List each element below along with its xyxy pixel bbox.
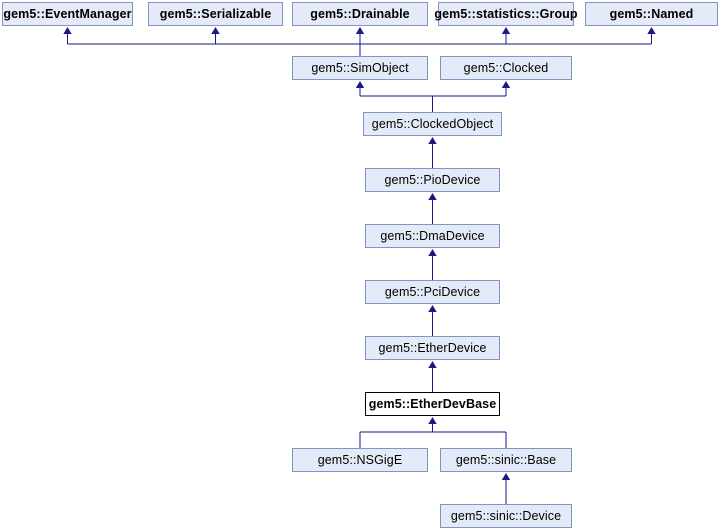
inheritance-arrowhead	[428, 249, 437, 256]
inheritance-arrowhead	[501, 81, 511, 88]
class-node-label: gem5::EventManager	[3, 6, 132, 21]
inheritance-arrowhead	[501, 27, 511, 34]
inheritance-arrowhead	[428, 417, 437, 424]
class-node-named[interactable]: gem5::Named	[585, 2, 718, 26]
class-node-nsgige[interactable]: gem5::NSGigE	[292, 448, 428, 472]
class-node-label: gem5::PioDevice	[384, 172, 481, 187]
class-node-simobject[interactable]: gem5::SimObject	[292, 56, 428, 80]
inheritance-arrowhead	[355, 27, 365, 34]
class-node-dmadevice[interactable]: gem5::DmaDevice	[365, 224, 500, 248]
class-node-label: gem5::sinic::Device	[450, 508, 562, 523]
class-node-eventmanager[interactable]: gem5::EventManager	[2, 2, 133, 26]
inheritance-arrowhead	[355, 81, 365, 88]
class-node-sinicbase[interactable]: gem5::sinic::Base	[440, 448, 572, 472]
class-node-pcidevice[interactable]: gem5::PciDevice	[365, 280, 500, 304]
inheritance-arrowhead	[63, 27, 72, 34]
class-node-label: gem5::Clocked	[463, 60, 549, 75]
class-node-serializable[interactable]: gem5::Serializable	[148, 2, 283, 26]
class-node-label: gem5::Drainable	[310, 6, 410, 21]
class-node-label: gem5::EtherDevBase	[368, 396, 497, 411]
class-node-label: gem5::statistics::Group	[434, 6, 578, 21]
inheritance-arrowhead	[428, 361, 437, 368]
class-node-clocked[interactable]: gem5::Clocked	[440, 56, 572, 80]
inheritance-arrowhead	[647, 27, 656, 34]
class-node-etherdevbase[interactable]: gem5::EtherDevBase	[365, 392, 500, 416]
class-node-label: gem5::PciDevice	[384, 284, 481, 299]
inheritance-arrowhead	[501, 473, 511, 480]
class-node-statsgroup[interactable]: gem5::statistics::Group	[434, 2, 578, 26]
inheritance-arrowhead	[428, 193, 437, 200]
class-node-drainable[interactable]: gem5::Drainable	[292, 2, 428, 26]
class-node-clockedobject[interactable]: gem5::ClockedObject	[363, 112, 502, 136]
class-node-label: gem5::NSGigE	[317, 452, 403, 467]
class-node-label: gem5::SimObject	[311, 60, 409, 75]
inheritance-arrowhead	[428, 305, 437, 312]
class-node-label: gem5::EtherDevice	[378, 340, 487, 355]
inheritance-arrowhead	[211, 27, 220, 34]
class-node-label: gem5::Named	[609, 6, 694, 21]
class-node-sinicdevice[interactable]: gem5::sinic::Device	[440, 504, 572, 528]
class-node-etherdevice[interactable]: gem5::EtherDevice	[365, 336, 500, 360]
class-node-label: gem5::ClockedObject	[371, 116, 494, 131]
class-node-label: gem5::DmaDevice	[380, 228, 485, 243]
inheritance-arrowhead	[428, 137, 437, 144]
class-node-label: gem5::sinic::Base	[455, 452, 557, 467]
class-node-piodevice[interactable]: gem5::PioDevice	[365, 168, 500, 192]
class-node-label: gem5::Serializable	[159, 6, 272, 21]
